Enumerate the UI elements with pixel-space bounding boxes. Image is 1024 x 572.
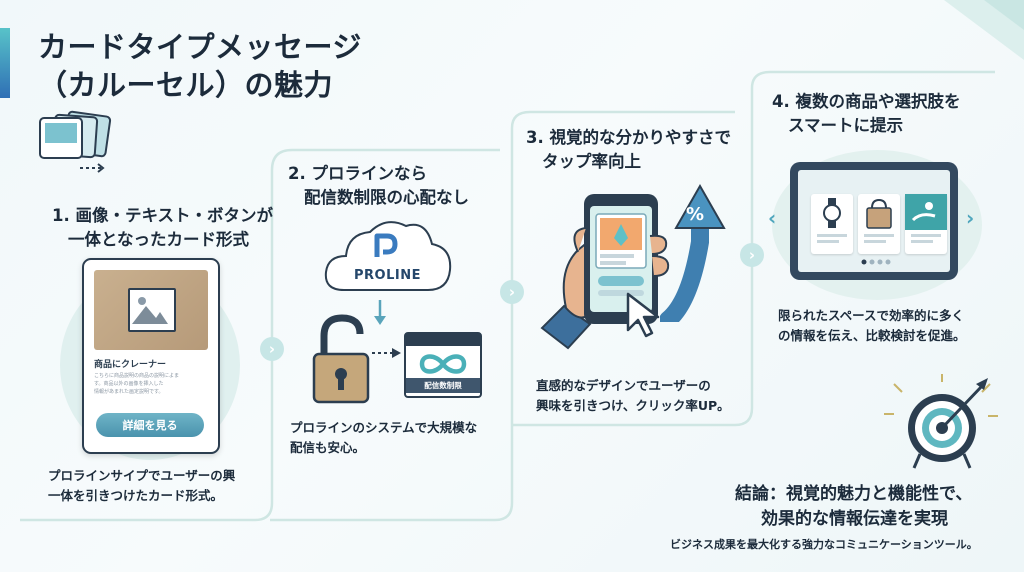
carousel-left-arrow[interactable]: ‹ bbox=[768, 206, 777, 230]
proline-label: PROLINE bbox=[354, 268, 421, 283]
cloud-icon bbox=[324, 221, 452, 291]
hand-holding-phone-icon bbox=[540, 194, 670, 350]
conclusion-line1: 結論：視覚的魅力と機能性で、 bbox=[735, 484, 973, 504]
carousel-card-bag[interactable] bbox=[858, 194, 900, 254]
target-icon bbox=[884, 374, 998, 469]
next-chevron-2: › bbox=[500, 280, 524, 304]
carousel-dots bbox=[861, 259, 891, 265]
card-image bbox=[94, 270, 208, 350]
tablet-screen bbox=[798, 170, 950, 272]
card-body-line3: 情報があまれた画定説明です。 bbox=[94, 389, 164, 395]
next-chevron-3: › bbox=[740, 243, 764, 267]
unlocked-padlock-icon bbox=[312, 314, 370, 404]
step4-desc-line1: 限られたスペースで効率的に多く bbox=[778, 308, 965, 323]
title-accent-bar bbox=[0, 28, 10, 98]
product-card: 商品にクレーナー こちらに商品説明の商品の説明によま す。商品以外の画像を挿入し… bbox=[82, 258, 220, 454]
delivery-limit-label: 配信数制限 bbox=[406, 378, 480, 393]
infinity-icon bbox=[419, 354, 467, 374]
browser-window: 配信数制限 bbox=[404, 332, 482, 398]
card-body-line2: す。商品以外の画像を挿入した bbox=[94, 381, 164, 387]
bag-icon bbox=[864, 198, 894, 243]
step4-title: 4. 複数の商品や選択肢を スマートに提示 bbox=[772, 90, 961, 138]
step4-title-line2: スマートに提示 bbox=[788, 116, 904, 135]
step2-title: 2. プロラインなら 配信数制限の心配なし bbox=[288, 162, 469, 210]
percent-symbol: % bbox=[686, 204, 705, 225]
mountain-icon bbox=[132, 297, 168, 324]
proline-logo-icon: P bbox=[374, 233, 398, 257]
step1-desc-line1: プロラインサイプでユーザーの興 bbox=[48, 468, 236, 483]
step1-title: 1. 画像・テキスト・ボタンが 一体となったカード形式 bbox=[52, 204, 273, 252]
step2-title-line1: 2. プロラインなら bbox=[288, 164, 427, 183]
step2-desc-line2: 配信も安心。 bbox=[290, 440, 366, 455]
step3-title-line1: 3. 視覚的な分かりやすさで bbox=[526, 128, 731, 147]
chevron-right-icon: › bbox=[508, 283, 516, 301]
next-chevron-1: › bbox=[260, 337, 284, 361]
carousel-card-watch[interactable] bbox=[811, 194, 853, 254]
browser-titlebar bbox=[406, 334, 480, 346]
page-title-line2: （カルーセル）の魅力 bbox=[38, 68, 334, 102]
conclusion-subtext: ビジネス成果を最大化する強力なコミュニケーションツール。 bbox=[670, 538, 978, 551]
step3-title-line2: タップ率向上 bbox=[542, 152, 641, 171]
card-title: 商品にクレーナー bbox=[94, 360, 167, 370]
dashed-arrow-right-icon bbox=[372, 348, 401, 358]
step4-description: 限られたスペースで効率的に多く の情報を伝え、比較検討を促進。 bbox=[778, 306, 966, 346]
step2-title-line2: 配信数制限の心配なし bbox=[304, 188, 469, 207]
corner-decoration bbox=[944, 0, 1024, 60]
conclusion-heading: 結論：視覚的魅力と機能性で、 効果的な情報伝達を実現 bbox=[735, 482, 972, 532]
conclusion-line2: 効果的な情報伝達を実現 bbox=[761, 509, 948, 529]
chevron-right-icon: › bbox=[748, 246, 756, 264]
step3-title: 3. 視覚的な分かりやすさで タップ率向上 bbox=[526, 126, 731, 174]
step2-desc-line1: プロラインのシステムで大規模な bbox=[290, 420, 478, 435]
details-button[interactable]: 詳細を見る bbox=[96, 413, 204, 437]
carousel-card-service[interactable] bbox=[905, 194, 947, 254]
step1-desc-line2: 一体を引きつけたカード形式。 bbox=[48, 488, 224, 503]
chevron-right-icon: › bbox=[268, 340, 276, 358]
hand-service-icon bbox=[905, 194, 947, 243]
image-placeholder-icon bbox=[128, 288, 176, 332]
step4-desc-line2: の情報を伝え、比較検討を促進。 bbox=[778, 328, 966, 343]
cursor-pointer-icon bbox=[626, 292, 660, 338]
carousel-right-arrow[interactable]: › bbox=[966, 206, 975, 230]
step2-description: プロラインのシステムで大規模な 配信も安心。 bbox=[290, 418, 477, 458]
card-body-line1: こちらに商品説明の商品の説明によま bbox=[94, 373, 180, 379]
step3-desc-line1: 直感的なデザインでユーザーの bbox=[536, 378, 711, 393]
page-title: カードタイプメッセージ （カルーセル）の魅力 bbox=[38, 28, 362, 104]
page-title-line1: カードタイプメッセージ bbox=[38, 30, 362, 64]
card-body-text: こちらに商品説明の商品の説明によま す。商品以外の画像を挿入した 情報があまれた… bbox=[94, 372, 179, 396]
step3-description: 直感的なデザインでユーザーの 興味を引きつけ、クリック率UP。 bbox=[536, 376, 730, 416]
step1-description: プロラインサイプでユーザーの興 一体を引きつけたカード形式。 bbox=[48, 466, 235, 506]
watch-icon bbox=[817, 198, 847, 243]
tablet-device bbox=[790, 162, 958, 280]
growth-arrow-icon bbox=[660, 183, 726, 322]
step1-title-line1: 1. 画像・テキスト・ボタンが bbox=[52, 206, 273, 225]
arrow-down-icon bbox=[374, 300, 386, 325]
step1-title-line2: 一体となったカード形式 bbox=[68, 230, 250, 249]
card-stack-icon bbox=[39, 110, 112, 173]
step4-title-line1: 4. 複数の商品や選択肢を bbox=[772, 92, 961, 111]
step3-desc-line2: 興味を引きつけ、クリック率UP。 bbox=[536, 398, 730, 413]
